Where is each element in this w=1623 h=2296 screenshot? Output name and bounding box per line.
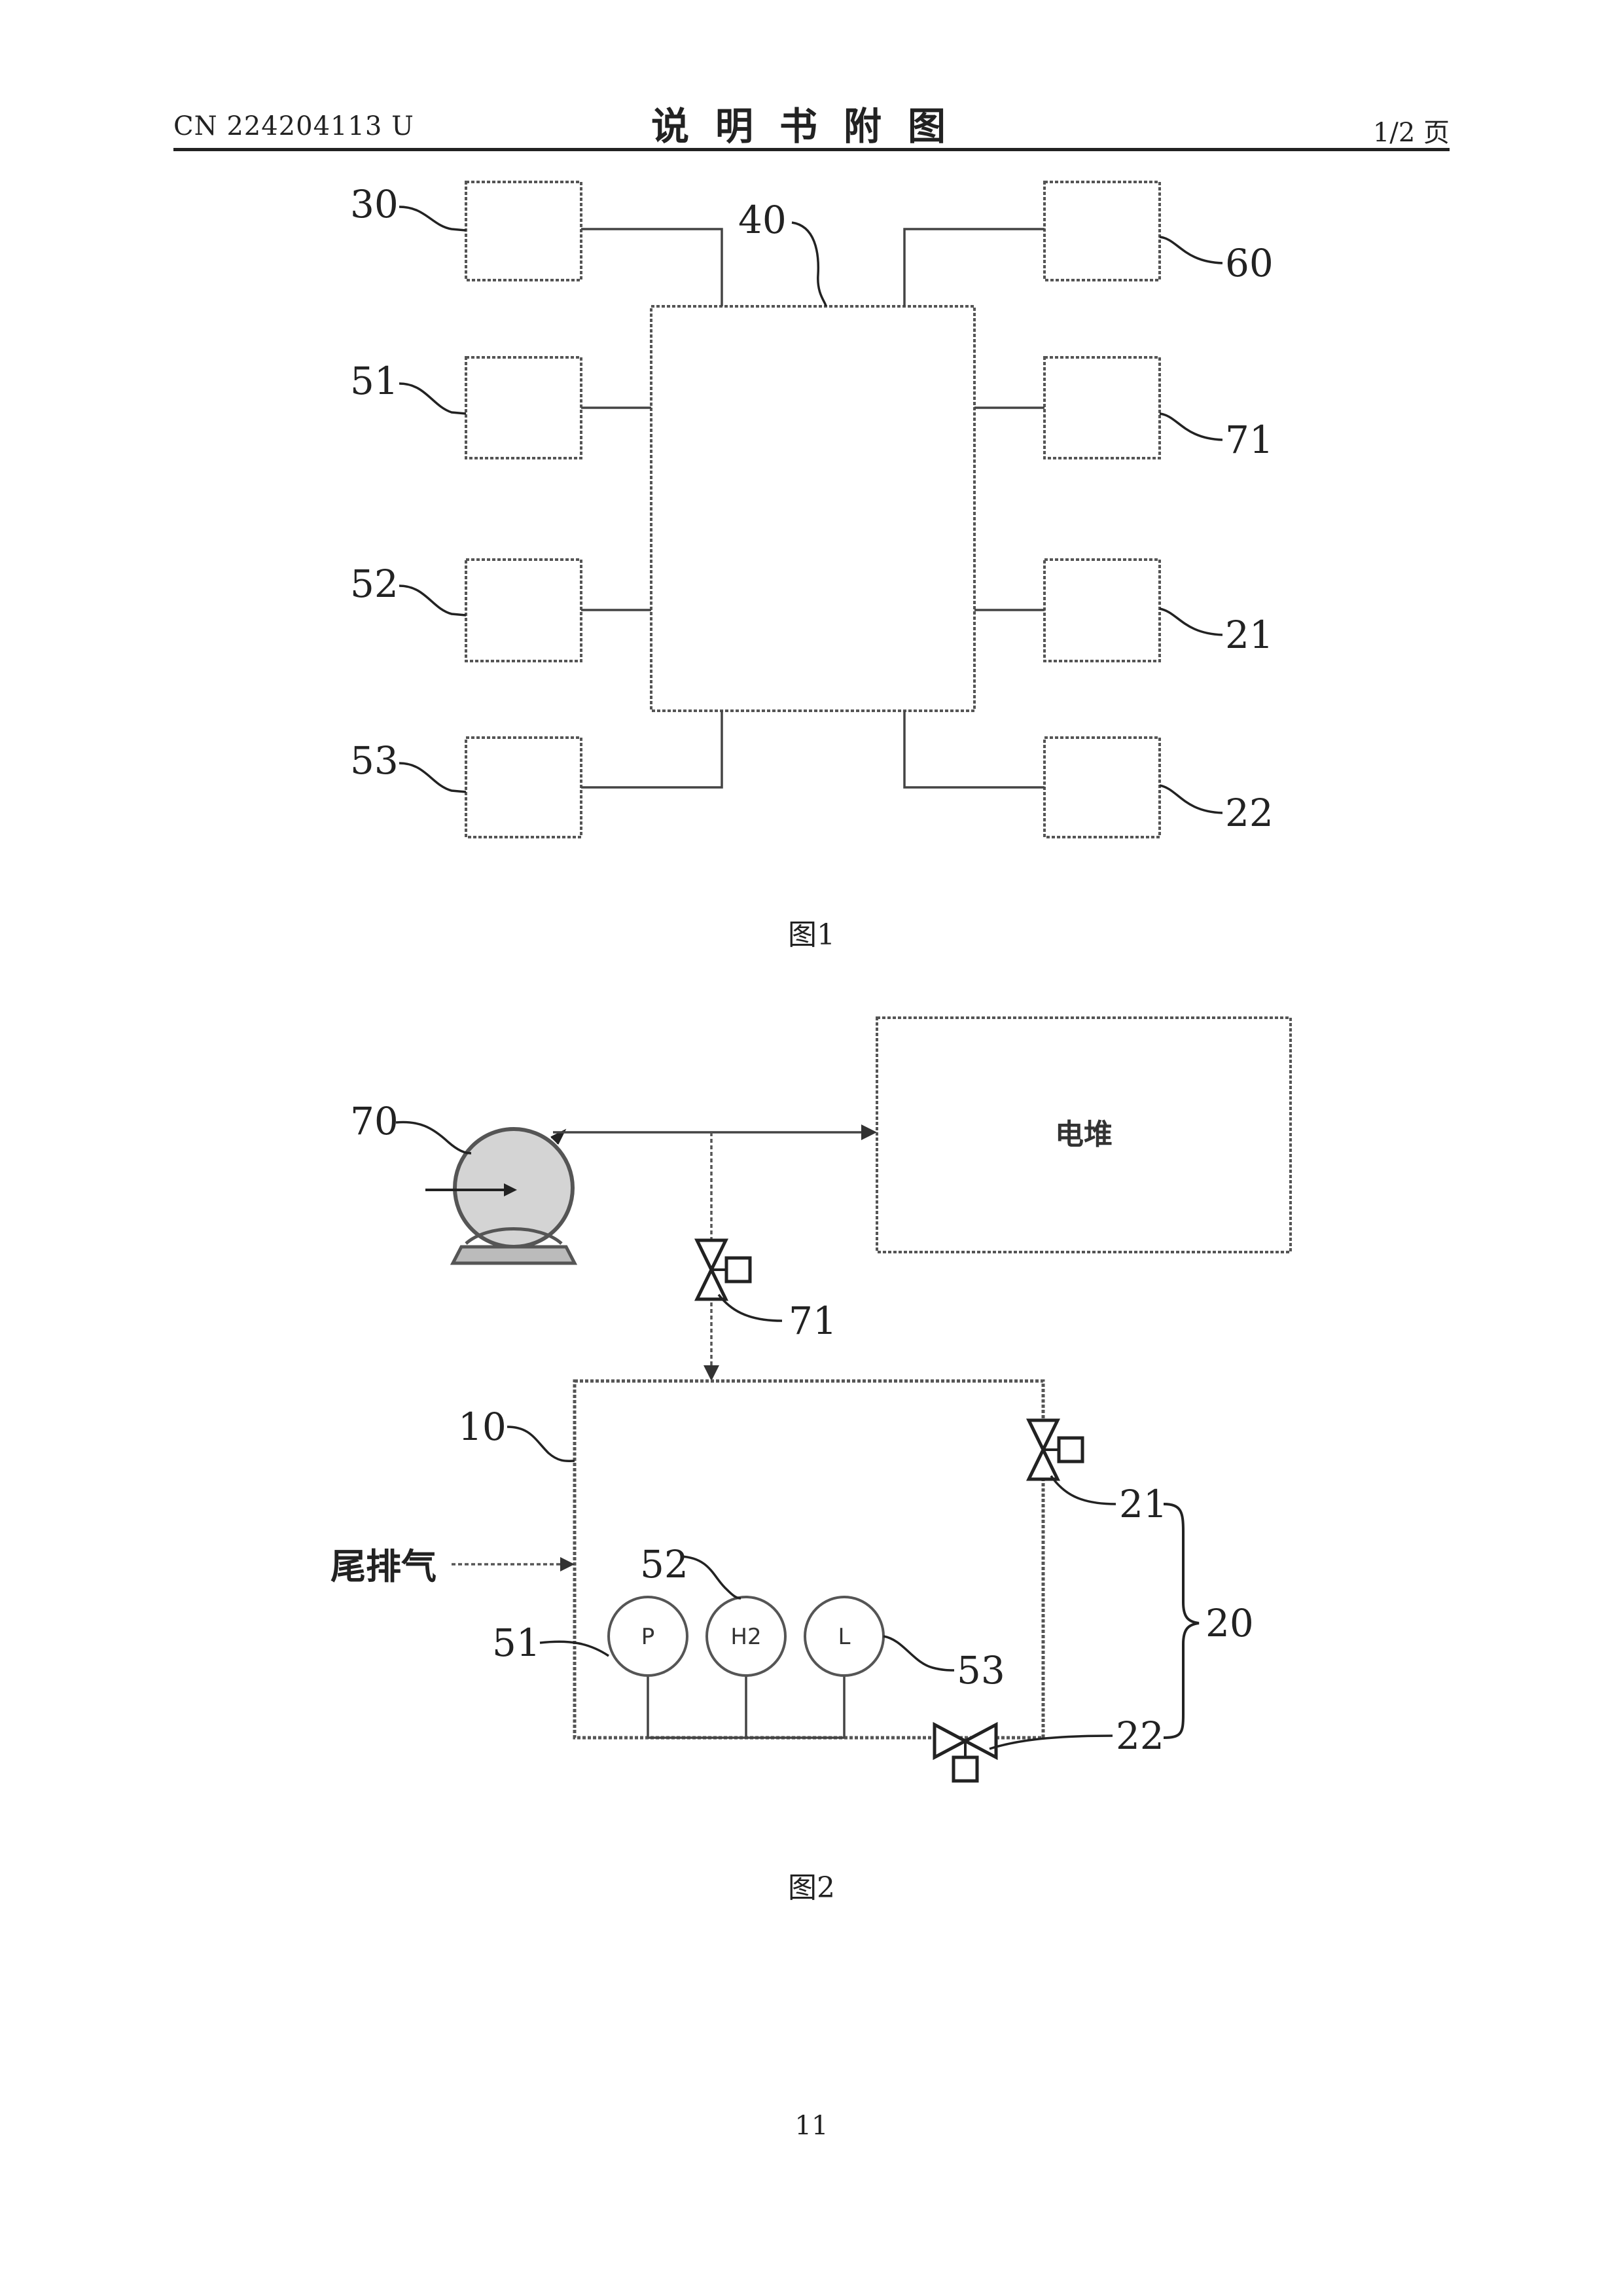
leader-52-fig2 (681, 1556, 741, 1598)
leader-21 (1160, 609, 1222, 635)
valve-21-lower (1029, 1450, 1058, 1479)
valve-22-left (935, 1725, 965, 1757)
figure-1-caption: 图1 (713, 911, 910, 953)
leader-40 (792, 223, 826, 306)
block-30 (466, 182, 581, 280)
exhaust-label: 尾排气 (330, 1546, 437, 1587)
hydrogen-sensor-label: H2 (730, 1624, 761, 1650)
link-30-40 (581, 229, 722, 306)
block-60 (1044, 182, 1160, 280)
ref-20: 20 (1205, 1601, 1254, 1645)
ref-fig2-22: 22 (1116, 1713, 1164, 1758)
valve-21-actuator (1059, 1438, 1082, 1462)
leader-53 (399, 763, 466, 792)
figure-2-caption: 图2 (713, 1864, 910, 1906)
ref-71: 71 (1225, 418, 1274, 462)
brace-20 (1164, 1504, 1199, 1738)
ref-60: 60 (1225, 241, 1274, 285)
valve-71-actuator (726, 1258, 750, 1282)
ref-52: 52 (350, 562, 399, 606)
stack-label: 电堆 (1055, 1118, 1113, 1151)
ref-fig2-52: 52 (640, 1542, 688, 1587)
block-71 (1044, 357, 1160, 458)
block-51 (466, 357, 581, 458)
page-number: 11 (0, 2111, 1623, 2141)
ref-fig2-21: 21 (1119, 1482, 1168, 1526)
ref-fig2-53: 53 (957, 1648, 1005, 1693)
exhaust-inlet-arrowhead (560, 1557, 575, 1571)
ref-70: 70 (350, 1099, 399, 1143)
level-sensor-label: L (838, 1624, 851, 1650)
pressure-sensor-label: P (641, 1624, 655, 1650)
ref-30: 30 (350, 182, 399, 226)
ref-10: 10 (458, 1405, 507, 1449)
link-22-40 (904, 711, 1044, 787)
leader-22 (1160, 785, 1222, 813)
valve-22-actuator (954, 1757, 977, 1781)
block-22 (1044, 738, 1160, 837)
leader-52 (399, 586, 466, 615)
leader-fig2-71 (719, 1295, 782, 1321)
valve-71-upper (697, 1240, 726, 1270)
leader-51 (399, 384, 466, 414)
valve-71-lower (697, 1270, 726, 1299)
ref-22: 22 (1225, 791, 1274, 835)
ref-fig2-71: 71 (789, 1299, 837, 1343)
link-60-40 (904, 229, 1044, 306)
ref-53: 53 (350, 738, 399, 783)
valve-21-upper (1029, 1420, 1058, 1450)
leader-53-fig2 (883, 1636, 954, 1670)
air-supply-arrowhead (861, 1124, 877, 1140)
block-21 (1044, 560, 1160, 661)
leader-21-fig2 (1051, 1476, 1116, 1504)
link-53-40 (581, 711, 722, 787)
blower-base (453, 1247, 575, 1263)
purge-branch-arrowhead (704, 1365, 719, 1381)
ref-51: 51 (350, 359, 399, 403)
leader-60 (1160, 237, 1222, 263)
block-52 (466, 560, 581, 661)
leader-10 (507, 1427, 575, 1461)
leader-71 (1160, 414, 1222, 440)
ref-40: 40 (738, 198, 787, 242)
ref-fig2-51: 51 (492, 1621, 541, 1665)
controller-block-40 (651, 306, 974, 711)
leader-70 (396, 1122, 471, 1153)
leader-30 (399, 207, 466, 230)
ref-21: 21 (1225, 613, 1274, 657)
block-53 (466, 738, 581, 837)
valve-22-right (965, 1725, 996, 1757)
